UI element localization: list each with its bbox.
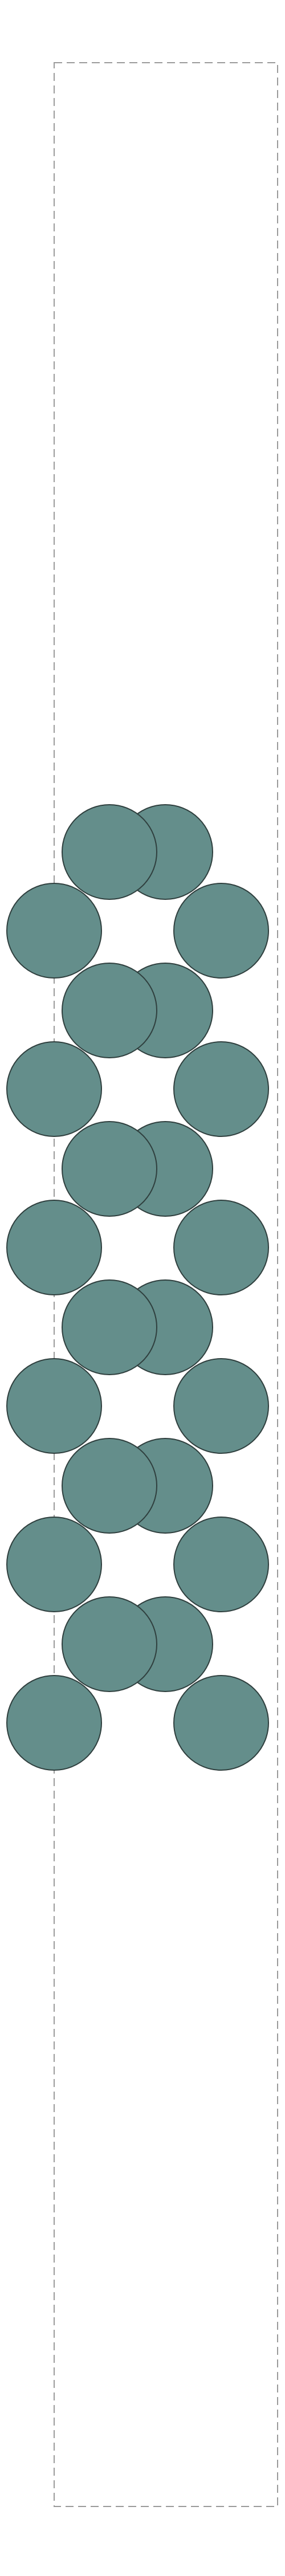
ball-outer-left-layer-5: [6, 1517, 102, 1612]
ball-outer-right-layer-6: [173, 1675, 269, 1771]
ball-group: [6, 804, 269, 1771]
ball-inner-left-layer-4: [62, 1279, 157, 1375]
ball-outer-right-layer-5: [173, 1517, 269, 1612]
ball-outer-left-layer-4: [6, 1358, 102, 1454]
ball-outer-right-layer-3: [173, 1200, 269, 1295]
ball-inner-left-layer-3: [62, 1121, 157, 1217]
ball-inner-left-layer-2: [62, 963, 157, 1058]
ball-outer-right-layer-1: [173, 883, 269, 979]
ball-inner-left-layer-5: [62, 1438, 157, 1534]
ball-outer-left-layer-2: [6, 1041, 102, 1137]
ball-inner-left-layer-1: [62, 804, 157, 900]
ball-outer-left-layer-6: [6, 1675, 102, 1771]
ball-outer-right-layer-2: [173, 1041, 269, 1137]
ball-outer-left-layer-1: [6, 883, 102, 979]
ball-outer-right-layer-4: [173, 1358, 269, 1454]
ball-outer-left-layer-3: [6, 1200, 102, 1295]
ball-inner-left-layer-6: [62, 1596, 157, 1692]
